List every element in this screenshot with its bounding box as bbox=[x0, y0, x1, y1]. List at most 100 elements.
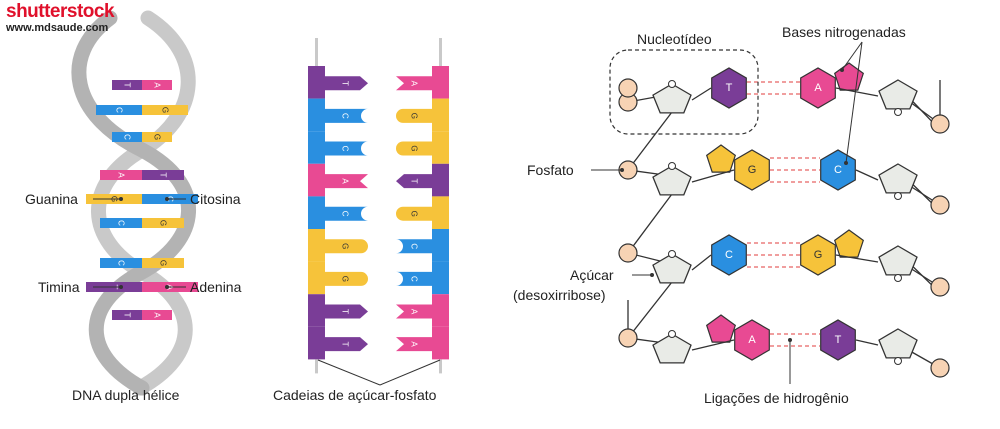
helix-base-letter: C bbox=[115, 107, 124, 113]
ladder-backbone-left bbox=[308, 261, 325, 295]
ladder-base-letter: C bbox=[341, 211, 350, 217]
ladder-backbone-left bbox=[308, 66, 325, 99]
base-letter: T bbox=[726, 82, 733, 94]
base-letter: C bbox=[725, 249, 733, 261]
ladder-base-right bbox=[396, 174, 432, 189]
ladder-backbone-left bbox=[308, 131, 325, 164]
ladder-base-left bbox=[325, 108, 368, 123]
ladder-backbone-left bbox=[308, 229, 325, 262]
helix-base-left bbox=[112, 80, 142, 90]
helix-base-right bbox=[142, 80, 172, 90]
base-hexagon bbox=[734, 149, 770, 191]
label-guanina: Guanina bbox=[25, 191, 78, 207]
ladder-backbone-right bbox=[432, 163, 449, 197]
helix-callouts: Guanina Citosina Timina Adenina DNA dupl… bbox=[25, 191, 242, 403]
ladder-backbone-left bbox=[308, 98, 325, 132]
oxygen-atom bbox=[668, 250, 676, 258]
structure-base: T bbox=[691, 67, 747, 109]
ladder-base-left bbox=[325, 141, 368, 156]
phosphate-circle bbox=[930, 195, 950, 215]
structure-base: G bbox=[691, 144, 770, 191]
ladder-backbone-right bbox=[432, 131, 449, 164]
helix-base-letter: T bbox=[159, 173, 168, 178]
base-hexagon bbox=[800, 67, 836, 109]
ladder-backbone-right bbox=[432, 196, 449, 229]
helix-base-right bbox=[142, 310, 172, 320]
helix-base-letter: G bbox=[159, 260, 168, 266]
ladder-base-letter: C bbox=[341, 113, 350, 119]
phosphate-circle bbox=[930, 277, 950, 297]
helix-base-left bbox=[112, 132, 142, 142]
helix-base-left bbox=[100, 258, 142, 268]
helix-base-letter: G bbox=[153, 134, 162, 140]
hydrogen-bonds bbox=[747, 81, 800, 95]
sugar-pentagon bbox=[878, 245, 918, 276]
ladder-base-right bbox=[396, 141, 432, 156]
ladder-base-letter: G bbox=[410, 211, 419, 217]
ladder-backbone-right bbox=[432, 326, 449, 360]
helix-base-right bbox=[142, 132, 172, 142]
helix-base-letter: G bbox=[159, 220, 168, 226]
ladder-base-letter: A bbox=[410, 81, 419, 87]
phosphate-circle bbox=[930, 358, 950, 378]
watermark: shutterstock www.mdsaude.com bbox=[6, 1, 115, 35]
phosphate-circle bbox=[618, 78, 638, 98]
helix-base-left bbox=[96, 105, 142, 115]
sugar-pentagon bbox=[652, 333, 692, 364]
ladder-caption-group: Cadeias de açúcar-fosfato bbox=[273, 359, 441, 403]
oxygen-atom bbox=[894, 357, 902, 365]
oxygen-atom bbox=[668, 330, 676, 338]
structure-base: A bbox=[800, 62, 879, 109]
ladder-base-letter: G bbox=[341, 243, 350, 249]
helix-base-letter: C bbox=[123, 134, 132, 140]
ladder-backbone-right bbox=[432, 66, 449, 99]
oxygen-atom bbox=[894, 108, 902, 116]
base-pentagon bbox=[705, 314, 737, 343]
sugar-pentagon bbox=[652, 165, 692, 196]
ladder-base-right bbox=[396, 76, 432, 91]
label-bases: Bases nitrogenadas bbox=[782, 24, 906, 40]
ladder-backbone-left bbox=[308, 326, 325, 360]
base-pentagon bbox=[833, 229, 865, 258]
ladder-base-letter: G bbox=[410, 113, 419, 119]
oxygen-atom bbox=[668, 162, 676, 170]
ladder-base-letter: C bbox=[410, 243, 419, 249]
label-nucleotide: Nucleotídeo bbox=[637, 31, 712, 47]
ladder-base-letter: G bbox=[410, 145, 419, 151]
oxygen-atom bbox=[894, 192, 902, 200]
bond-line bbox=[627, 281, 673, 339]
sugar-pentagon bbox=[878, 328, 918, 359]
ladder-base-left bbox=[325, 304, 368, 319]
helix-caption: DNA dupla hélice bbox=[72, 387, 180, 403]
helix-base-right bbox=[142, 258, 184, 268]
base-letter: A bbox=[748, 334, 756, 346]
structure-base: C bbox=[691, 234, 747, 276]
glycosidic-bond bbox=[835, 87, 879, 97]
ladder-backbone-right bbox=[432, 261, 449, 295]
ladder-base-letter: T bbox=[410, 179, 419, 184]
glycosidic-bond bbox=[855, 339, 879, 346]
ladder-base-right bbox=[396, 108, 432, 123]
helix-base-left bbox=[100, 170, 142, 180]
helix-base-letter: C bbox=[117, 260, 126, 266]
helix-base-letter: A bbox=[153, 312, 162, 318]
backbone-bonds bbox=[627, 80, 941, 369]
label-sugar-1: Açúcar bbox=[570, 267, 614, 283]
bond-line bbox=[627, 193, 673, 254]
watermark-brand: shutterstock bbox=[6, 1, 115, 22]
bond-line bbox=[627, 111, 673, 171]
glycosidic-bond bbox=[691, 339, 735, 351]
oxygen-atom bbox=[894, 274, 902, 282]
glycosidic-bond bbox=[691, 169, 735, 183]
label-adenina: Adenina bbox=[190, 279, 242, 295]
